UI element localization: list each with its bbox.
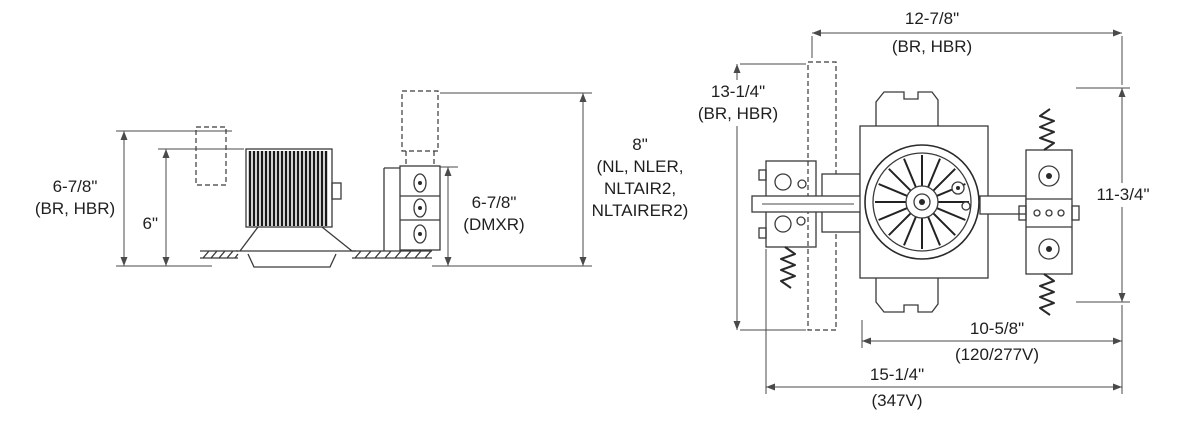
- plan-view-drawing: [733, 29, 1130, 394]
- plan-heatsink-inner-ring: [872, 152, 972, 252]
- plan-flex-coil-left: [780, 246, 796, 289]
- side-knockout-1: [413, 173, 427, 193]
- side-knockout-3: [413, 224, 427, 244]
- plan-right-screw-2: [1045, 209, 1053, 217]
- plan-right-screw-3: [1057, 209, 1065, 217]
- dim-overall-value: 6-7/8": [52, 177, 98, 196]
- plan-right-jbox-dividers: [1026, 198, 1072, 228]
- plan-screw-2: [961, 201, 971, 211]
- dim-label-width-120-models: (120/277V): [954, 345, 1040, 364]
- dim-height-left-models: (BR, HBR): [697, 104, 779, 123]
- dim-label-overall-height: 6-7/8" (BR, HBR): [30, 176, 120, 220]
- plan-right-knockout-1: [1038, 165, 1060, 187]
- plan-right-jbox: [1025, 149, 1073, 275]
- dim-label-width-347-value: 15-1/4": [869, 365, 925, 384]
- plan-left-jbox-tab-2: [758, 227, 767, 239]
- dim-height-left-value: 13-1/4": [710, 82, 766, 101]
- dim-dmxr-models: (DMXR): [463, 215, 525, 234]
- plan-top-bracket: [875, 91, 939, 126]
- plan-heatsink-outer: [864, 144, 980, 260]
- side-dashed-hanger: [195, 126, 227, 186]
- plan-left-knockout-2: [797, 179, 807, 189]
- dim-nl-value: 8": [632, 135, 648, 154]
- side-heatsink-fins: [248, 151, 328, 226]
- dim-label-jbox-nl: 8" (NL, NLER, NLTAIR2, NLTAIRER2): [572, 134, 708, 222]
- side-reflector-cone: [236, 226, 356, 268]
- plan-right-jbox-tab-2: [1071, 205, 1080, 221]
- dim-label-width-top-value: 12-7/8": [904, 9, 960, 28]
- side-dimensions: [116, 92, 592, 267]
- dim-housing-value: 6": [142, 214, 159, 233]
- plan-left-jbox-tab-1: [758, 169, 767, 181]
- plan-bottom-bracket: [875, 278, 939, 313]
- plan-right-screw-1: [1033, 209, 1041, 217]
- side-housing-tab: [331, 182, 342, 200]
- dim-label-width-347-models: (347V): [871, 391, 923, 410]
- side-junction-box-dividers: [400, 195, 440, 221]
- plan-right-knockout-2: [1038, 238, 1060, 260]
- dim-nl-models: (NL, NLER, NLTAIR2, NLTAIRER2): [591, 157, 689, 220]
- side-knockout-2: [413, 198, 427, 218]
- side-view-drawing: [116, 90, 592, 268]
- side-ceiling-left: [200, 250, 239, 259]
- dim-label-housing-height: 6": [128, 213, 159, 235]
- plan-left-knockout-1: [774, 173, 792, 191]
- dim-label-width-120-value: 10-5/8": [969, 319, 1025, 338]
- side-dashed-jbox-extension: [401, 90, 439, 152]
- plan-heatsink-spokes: [875, 155, 969, 249]
- plan-left-knockout-4: [796, 216, 806, 226]
- plan-hub: [913, 193, 931, 211]
- plan-right-jbox-tab-1: [1018, 205, 1027, 221]
- dim-label-height-right: 11-3/4": [1082, 183, 1164, 207]
- plan-flex-coil-right-top: [1039, 108, 1055, 151]
- plan-left-knockout-3: [774, 215, 792, 233]
- side-ceiling-right: [352, 250, 432, 259]
- dim-label-width-top-models: (BR, HBR): [891, 37, 973, 56]
- side-dashed-connectors: [405, 151, 435, 166]
- dim-dmxr-value: 6-7/8": [471, 193, 517, 212]
- side-junction-box: [399, 165, 441, 251]
- dim-label-jbox-dmxr: 6-7/8" (DMXR): [452, 192, 536, 236]
- side-mounting-plate: [383, 167, 400, 251]
- dim-label-height-left: 13-1/4" (BR, HBR): [684, 80, 792, 126]
- plan-flex-coil-right-bottom: [1039, 273, 1055, 316]
- dim-overall-models: (BR, HBR): [34, 199, 116, 218]
